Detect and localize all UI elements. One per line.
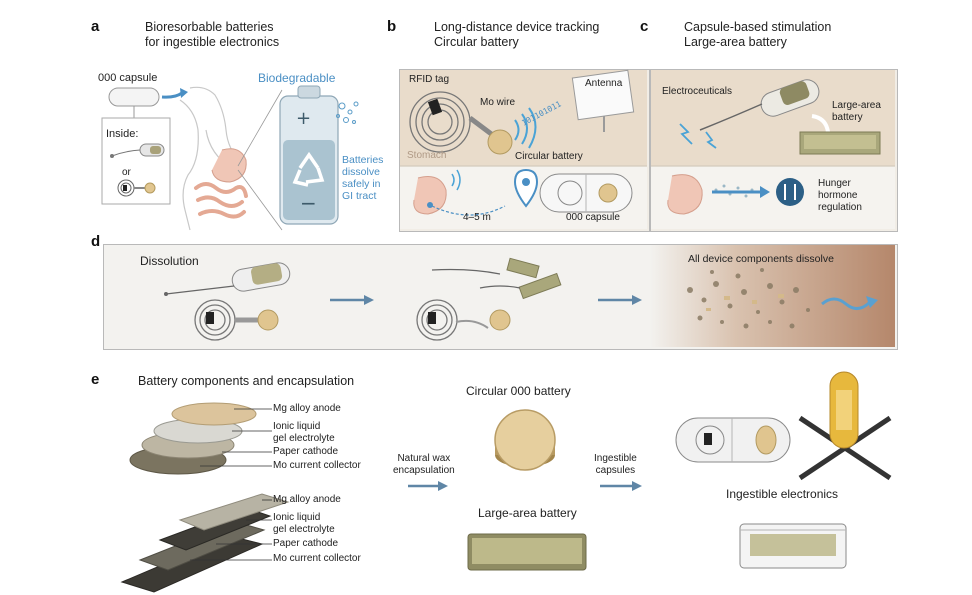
electroceuticals-label: Electroceuticals [662,86,733,97]
wax-encapsulation-label: Natural wax encapsulation [393,453,455,476]
distance-label: 4–5 m [463,212,491,223]
mo-wire-label: Mo wire [480,97,516,108]
panel-e-title: Battery components and encapsulation [138,374,355,388]
intestine-icon [194,182,248,219]
circular-000-battery-label: Circular 000 battery [466,384,571,398]
biodegradable-label: Biodegradable [258,71,336,85]
stomach-icon [667,174,703,215]
large-area-battery-icon [467,533,587,571]
antenna-icon [571,69,635,132]
svg-text:+: + [296,108,311,129]
broken-capsule-icon [431,257,562,300]
location-pin-icon [513,168,539,208]
layer-label-collector-bottom: Mo current collector [273,553,361,564]
components-dissolve-label: All device components dissolve [688,253,834,265]
panel-e-letter: e [91,371,100,388]
hunger-label: Hunger hormone regulation [818,178,862,213]
antenna-label: Antenna [585,78,623,89]
rfid-coil-icon [409,91,471,153]
ingestible-capsules-label: Ingestible capsules [594,453,637,476]
stomach-label: Stomach [407,150,447,161]
hormone-particles-icon [714,184,754,198]
circular-battery-icon [257,309,279,331]
large-area-battery-label: Large-area battery [832,100,881,123]
cutlery-icon [776,178,804,206]
layer-label-cathode-top: Paper cathode [273,446,339,457]
layer-label-electrolyte-bottom: Ionic liquid gel electrolyte [273,512,335,535]
layer-label-collector-top: Mo current collector [273,460,361,471]
stomach-icon [211,148,247,183]
layer-label-anode-bottom: Mg alloy anode [273,494,341,505]
circular-battery-icon [487,129,513,155]
spark-icon [679,123,717,149]
dissolve-bubbles-icon [336,101,359,124]
dissolve-wave-icon [821,297,872,310]
dissolve-label: Batteries dissolve safely in GI tract [342,154,384,202]
circular-battery-stack-icon [129,402,257,475]
or-label: or [122,167,131,178]
layer-label-electrolyte-top: Ionic liquid gel electrolyte [273,421,335,444]
intact-capsule-icon [164,262,291,296]
stomach-icon [413,176,447,215]
box-capsule-icon [739,523,847,569]
panel-a-letter: a [91,18,100,35]
panel-b-title: Long-distance device tracking Circular b… [434,20,600,49]
panel-c-title: Capsule-based stimulation Large-area bat… [684,20,832,49]
inside-label: Inside: [106,128,139,140]
rectangular-battery-stack-icon [120,493,290,593]
circular-000-battery-icon [494,409,556,471]
ingestible-capsule-icon [675,417,791,463]
panel-b-letter: b [387,18,397,35]
panel-a-title: Bioresorbable batteries for ingestible e… [145,20,280,49]
capsule-000-icon [539,173,633,213]
signal-waves-icon [514,107,537,149]
expandable-capsule-icon [798,371,892,481]
recycle-icon [292,151,325,187]
circular-battery-label: Circular battery [515,151,583,162]
circular-battery-icon [489,309,511,331]
capsule-label: 000 capsule [98,72,158,84]
biodegradable-battery-icon: + − [279,85,339,225]
stimulation-capsule-icon [699,79,820,131]
rfid-label: RFID tag [409,74,450,85]
panel-c-letter: c [640,18,649,35]
layer-label-anode-top: Mg alloy anode [273,403,341,414]
debris-particles-icon [687,268,810,329]
dissolution-label: Dissolution [140,254,199,268]
inside-box [101,117,171,205]
svg-text:−: − [300,191,317,215]
large-area-battery-icon [799,131,881,155]
rfid-coil-icon [416,299,458,341]
ingestible-electronics-label: Ingestible electronics [726,487,839,501]
panel-d-letter: d [91,233,101,250]
large-area-battery-label-e: Large-area battery [478,506,577,520]
layer-label-cathode-bottom: Paper cathode [273,538,339,549]
capsule-000-label: 000 capsule [566,212,620,223]
